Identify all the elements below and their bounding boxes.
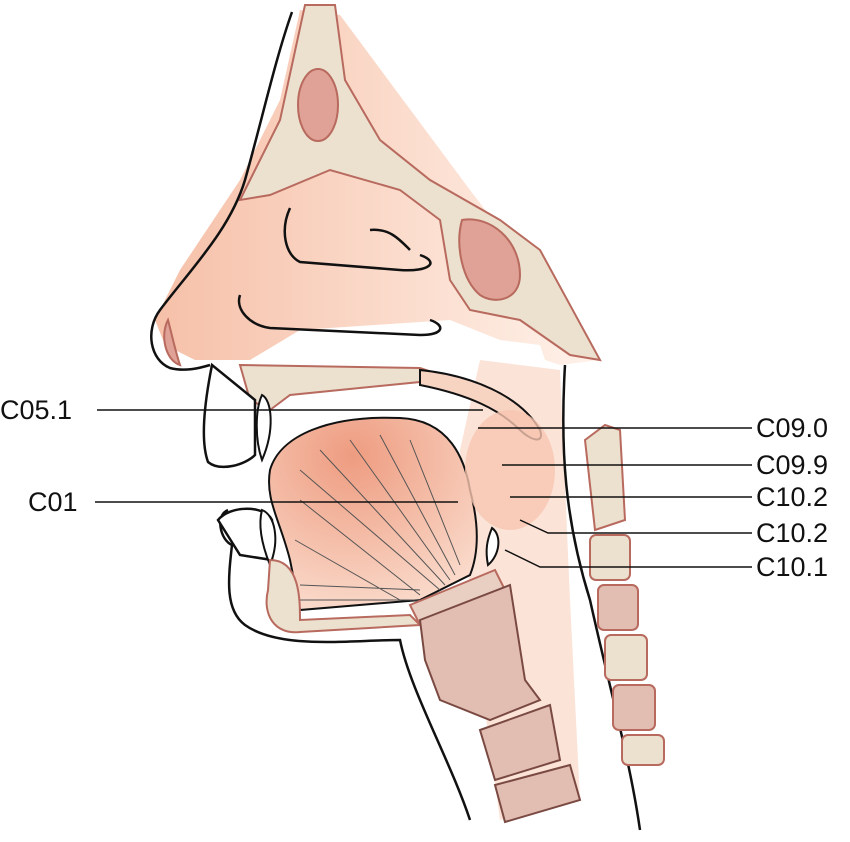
frontal-sinus bbox=[297, 68, 339, 142]
upper-lip bbox=[202, 362, 257, 469]
label-c09-9: C09.9 bbox=[756, 450, 829, 480]
label-c05-1: C05.1 bbox=[0, 395, 73, 425]
label-c10-1: C10.1 bbox=[756, 552, 829, 582]
chin-neck-outline bbox=[219, 508, 472, 821]
upper-incisor bbox=[255, 393, 272, 463]
tongue bbox=[268, 416, 478, 612]
face-profile-outline bbox=[150, 11, 294, 371]
thyroid-cartilage bbox=[418, 583, 542, 722]
nostril bbox=[163, 317, 182, 367]
leader-lines bbox=[95, 409, 752, 568]
label-c01: C01 bbox=[28, 487, 78, 517]
trachea-ring bbox=[493, 763, 582, 824]
label-c09-0: C09.0 bbox=[756, 413, 829, 443]
leader-line-c10-1 bbox=[504, 549, 752, 568]
label-c10-2a: C10.2 bbox=[756, 482, 829, 512]
cervical-vertebrae bbox=[583, 423, 665, 766]
mandible bbox=[265, 558, 423, 634]
cricoid-cartilage bbox=[478, 703, 562, 782]
label-c10-2b: C10.2 bbox=[756, 518, 829, 548]
epiglottis bbox=[485, 526, 500, 567]
sphenoid-sinus bbox=[458, 218, 522, 301]
tonsil-region bbox=[465, 410, 555, 530]
nasal-turbinates bbox=[237, 207, 442, 337]
leader-line-c10-2b bbox=[519, 519, 752, 534]
